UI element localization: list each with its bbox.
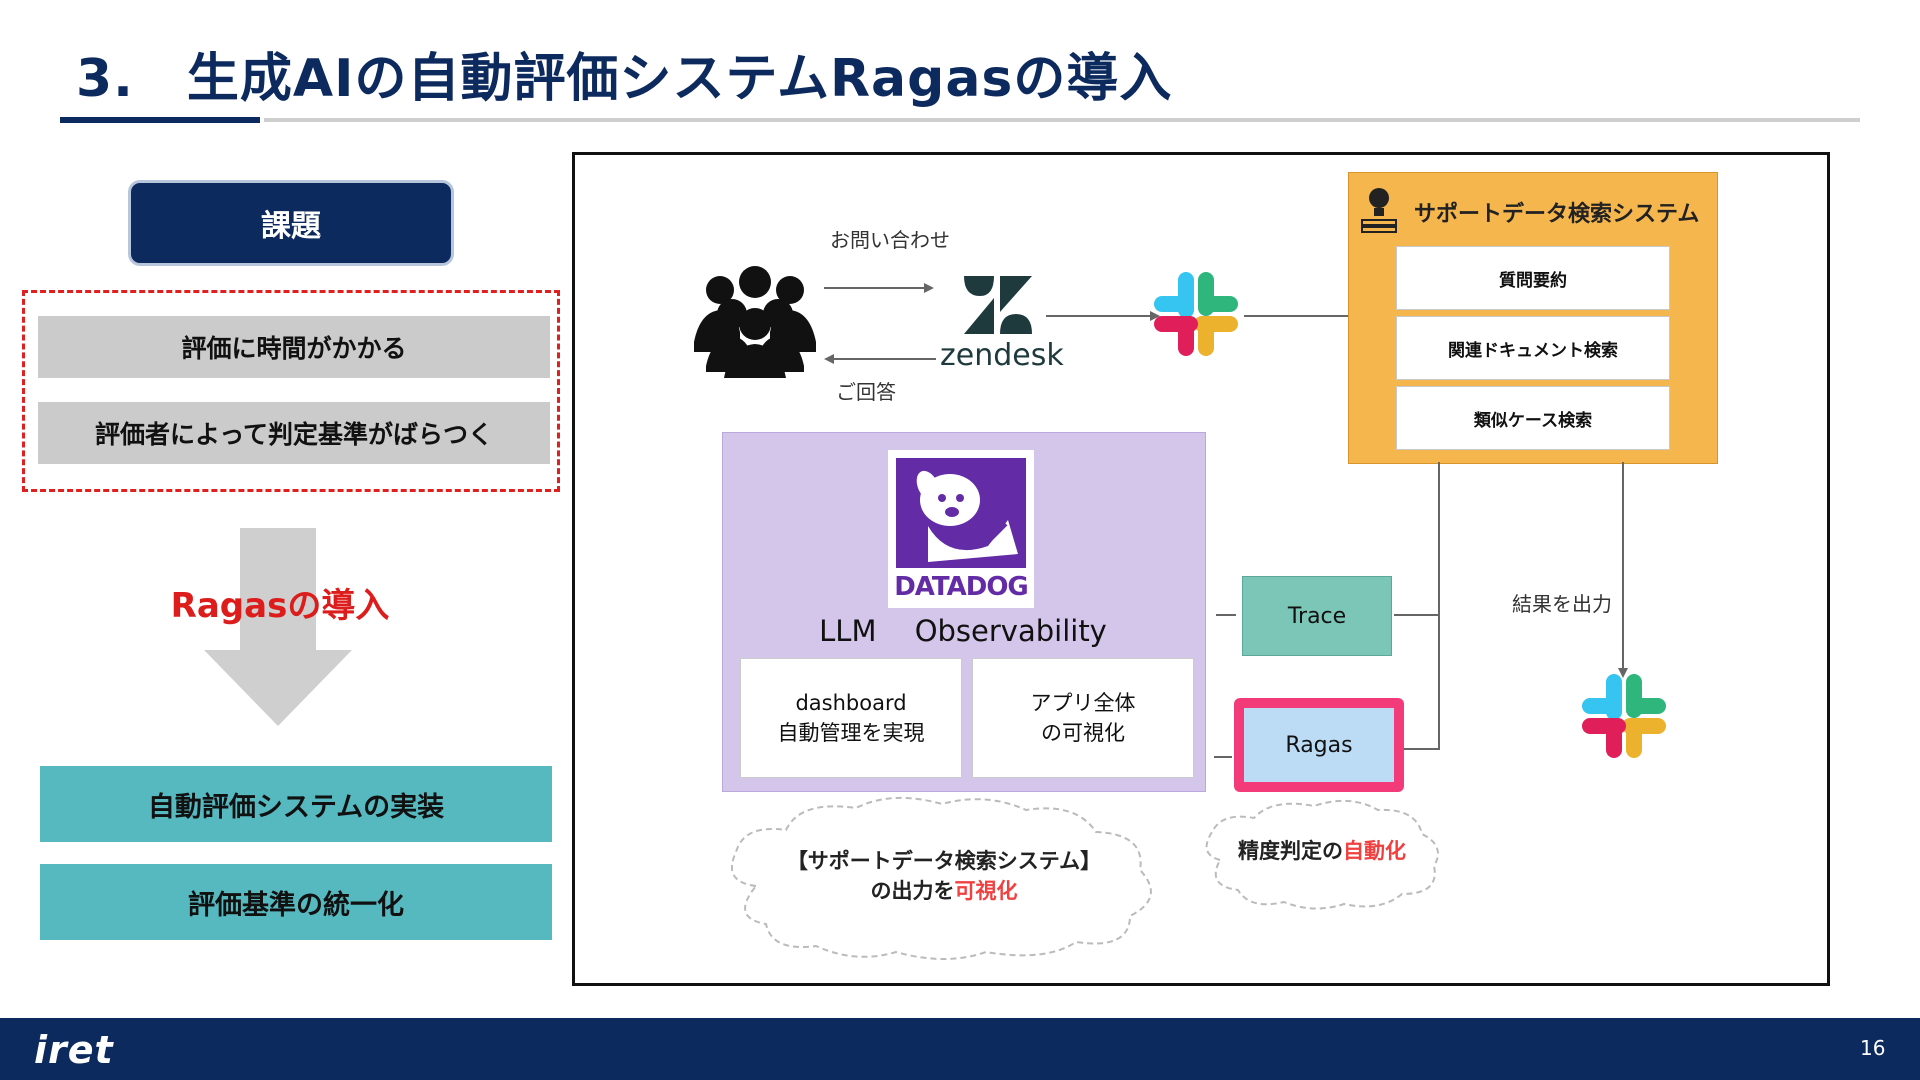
system-step: 類似ケース検索: [1396, 386, 1670, 450]
title-underline-accent: [60, 117, 260, 123]
zendesk-label: zendesk: [940, 338, 1064, 373]
support-system-title: サポートデータ検索システム: [1414, 202, 1700, 227]
datadog-dog-icon: [896, 458, 1026, 568]
down-arrow-icon: [204, 650, 352, 726]
cloud-left-prefix: の出力を: [870, 879, 955, 903]
trace-to-datadog-line: [1216, 614, 1236, 616]
issue-item: 評価に時間がかかる: [38, 316, 550, 378]
system-down-line: [1438, 462, 1440, 750]
output-line: [1622, 462, 1624, 670]
slack-logo-icon: [1582, 674, 1666, 758]
ragas-box: Ragas: [1234, 698, 1404, 792]
arrowhead-icon: [1618, 668, 1628, 678]
system-step: 質問要約: [1396, 246, 1670, 310]
solution-item: 自動評価システムの実装: [40, 766, 552, 842]
cloud-right-prefix: 精度判定の: [1238, 839, 1343, 863]
users-group-icon: [694, 266, 816, 378]
issue-item: 評価者によって判定基準がばらつく: [38, 402, 550, 464]
slack-logo-icon: [1154, 272, 1238, 356]
arrowhead-icon: [924, 283, 934, 293]
title-underline: [264, 118, 1860, 122]
dashboard-box: dashboard 自動管理を実現: [740, 658, 962, 778]
dashboard-line: 自動管理を実現: [777, 721, 925, 745]
datadog-label: DATADOG: [894, 572, 1029, 602]
kadai-label: 課題: [128, 180, 454, 266]
zendesk-logo-icon: [964, 276, 1032, 334]
cloud-left-highlight: 可視化: [954, 879, 1018, 903]
footer-bar: [0, 1018, 1920, 1080]
page-number: 16: [1860, 1036, 1886, 1060]
app-line: アプリ全体: [1030, 691, 1136, 715]
answer-label: ご回答: [836, 380, 896, 404]
issues-dashed-box: [22, 290, 560, 492]
output-label: 結果を出力: [1512, 592, 1612, 616]
cloud-left-line2: の出力を可視化: [716, 876, 1172, 906]
cloud-text-left: 【サポートデータ検索システム】 の出力を可視化: [716, 846, 1172, 906]
ragas-to-datadog-line: [1214, 756, 1232, 758]
inquiry-label: お問い合わせ: [830, 228, 950, 252]
iret-logo: iret: [34, 1028, 114, 1072]
to-trace-line: [1394, 614, 1438, 616]
slide-title: 3. 生成AIの自動評価システムRagasの導入: [76, 49, 1173, 109]
slack-to-system-line: [1244, 315, 1348, 317]
ragas-label: Ragas: [1244, 708, 1394, 782]
system-step: 関連ドキュメント検索: [1396, 316, 1670, 380]
cloud-left-line1: 【サポートデータ検索システム】: [786, 849, 1102, 873]
dashboard-line: dashboard: [795, 691, 907, 715]
datadog-logo: DATADOG: [888, 450, 1034, 608]
lightbulb-icon: [1361, 188, 1397, 233]
cloud-shape-left: [731, 796, 1152, 960]
cloud-right-highlight: 自動化: [1343, 839, 1406, 863]
app-line: の可視化: [1041, 721, 1125, 745]
inquiry-arrow: [824, 287, 928, 289]
to-ragas-line: [1404, 748, 1440, 750]
down-arrow-shaft: [240, 528, 316, 658]
observability-label: LLM Observability: [819, 614, 1107, 648]
solution-item: 評価基準の統一化: [40, 864, 552, 940]
app-visualization-box: アプリ全体 の可視化: [972, 658, 1194, 778]
cloud-shape-right: [1205, 799, 1439, 910]
trace-box: Trace: [1242, 576, 1392, 656]
cloud-text-right: 精度判定の自動化: [1194, 836, 1450, 866]
zendesk-to-slack-line: [1046, 315, 1154, 317]
arrowhead-icon: [824, 354, 834, 364]
transition-label: Ragasの導入: [170, 586, 390, 626]
answer-arrow: [832, 358, 936, 360]
arrowhead-icon: [1150, 311, 1160, 321]
